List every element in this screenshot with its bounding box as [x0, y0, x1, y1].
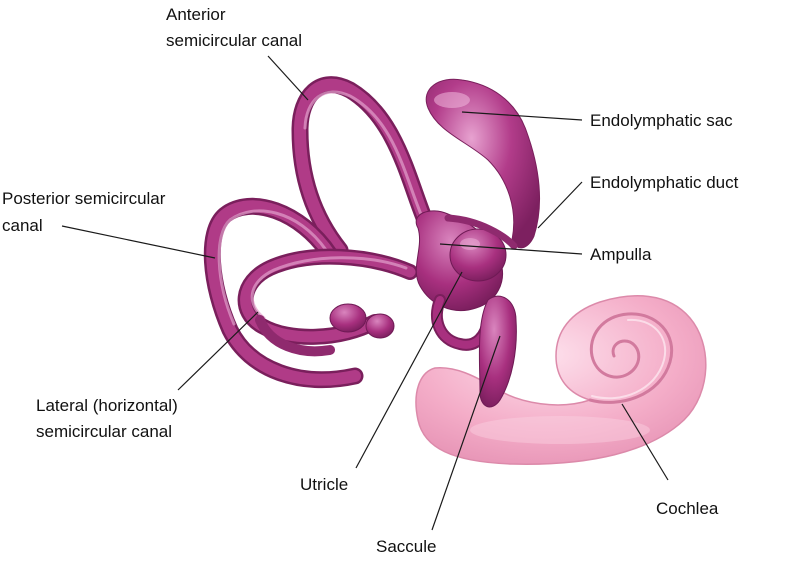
- leader-endolymphatic-sac: [461, 111, 583, 121]
- vestibule-shape: [329, 210, 518, 408]
- label-utricle: Utricle: [300, 475, 348, 494]
- semicircular-canals: [203, 76, 439, 389]
- leader-posterior: [61, 225, 216, 259]
- label-ampulla: Ampulla: [590, 245, 652, 264]
- label-posterior-line1: Posterior semicircular: [2, 189, 166, 208]
- leader-lateral: [177, 311, 259, 391]
- endolymphatic-sac-shape: [425, 78, 541, 249]
- label-anterior-line1: Anterior: [166, 5, 226, 24]
- leader-utricle: [355, 271, 463, 469]
- label-posterior-line2: canal: [2, 216, 43, 235]
- leader-lines: [61, 55, 669, 531]
- label-endolymphatic-duct: Endolymphatic duct: [590, 173, 739, 192]
- leader-anterior: [267, 55, 309, 101]
- leader-saccule: [431, 335, 501, 531]
- label-anterior-line2: semicircular canal: [166, 31, 302, 50]
- leader-endolymphatic-duct: [537, 181, 583, 229]
- leader-ampulla: [439, 243, 583, 255]
- cochlea-shape: [415, 295, 707, 465]
- leader-cochlea: [621, 403, 669, 481]
- label-cochlea: Cochlea: [656, 499, 719, 518]
- label-lateral-line1: Lateral (horizontal): [36, 396, 178, 415]
- label-endolymphatic-sac: Endolymphatic sac: [590, 111, 733, 130]
- label-lateral-line2: semicircular canal: [36, 422, 172, 441]
- labels: Anterior semicircular canal Posterior se…: [2, 5, 739, 556]
- label-saccule: Saccule: [376, 537, 436, 556]
